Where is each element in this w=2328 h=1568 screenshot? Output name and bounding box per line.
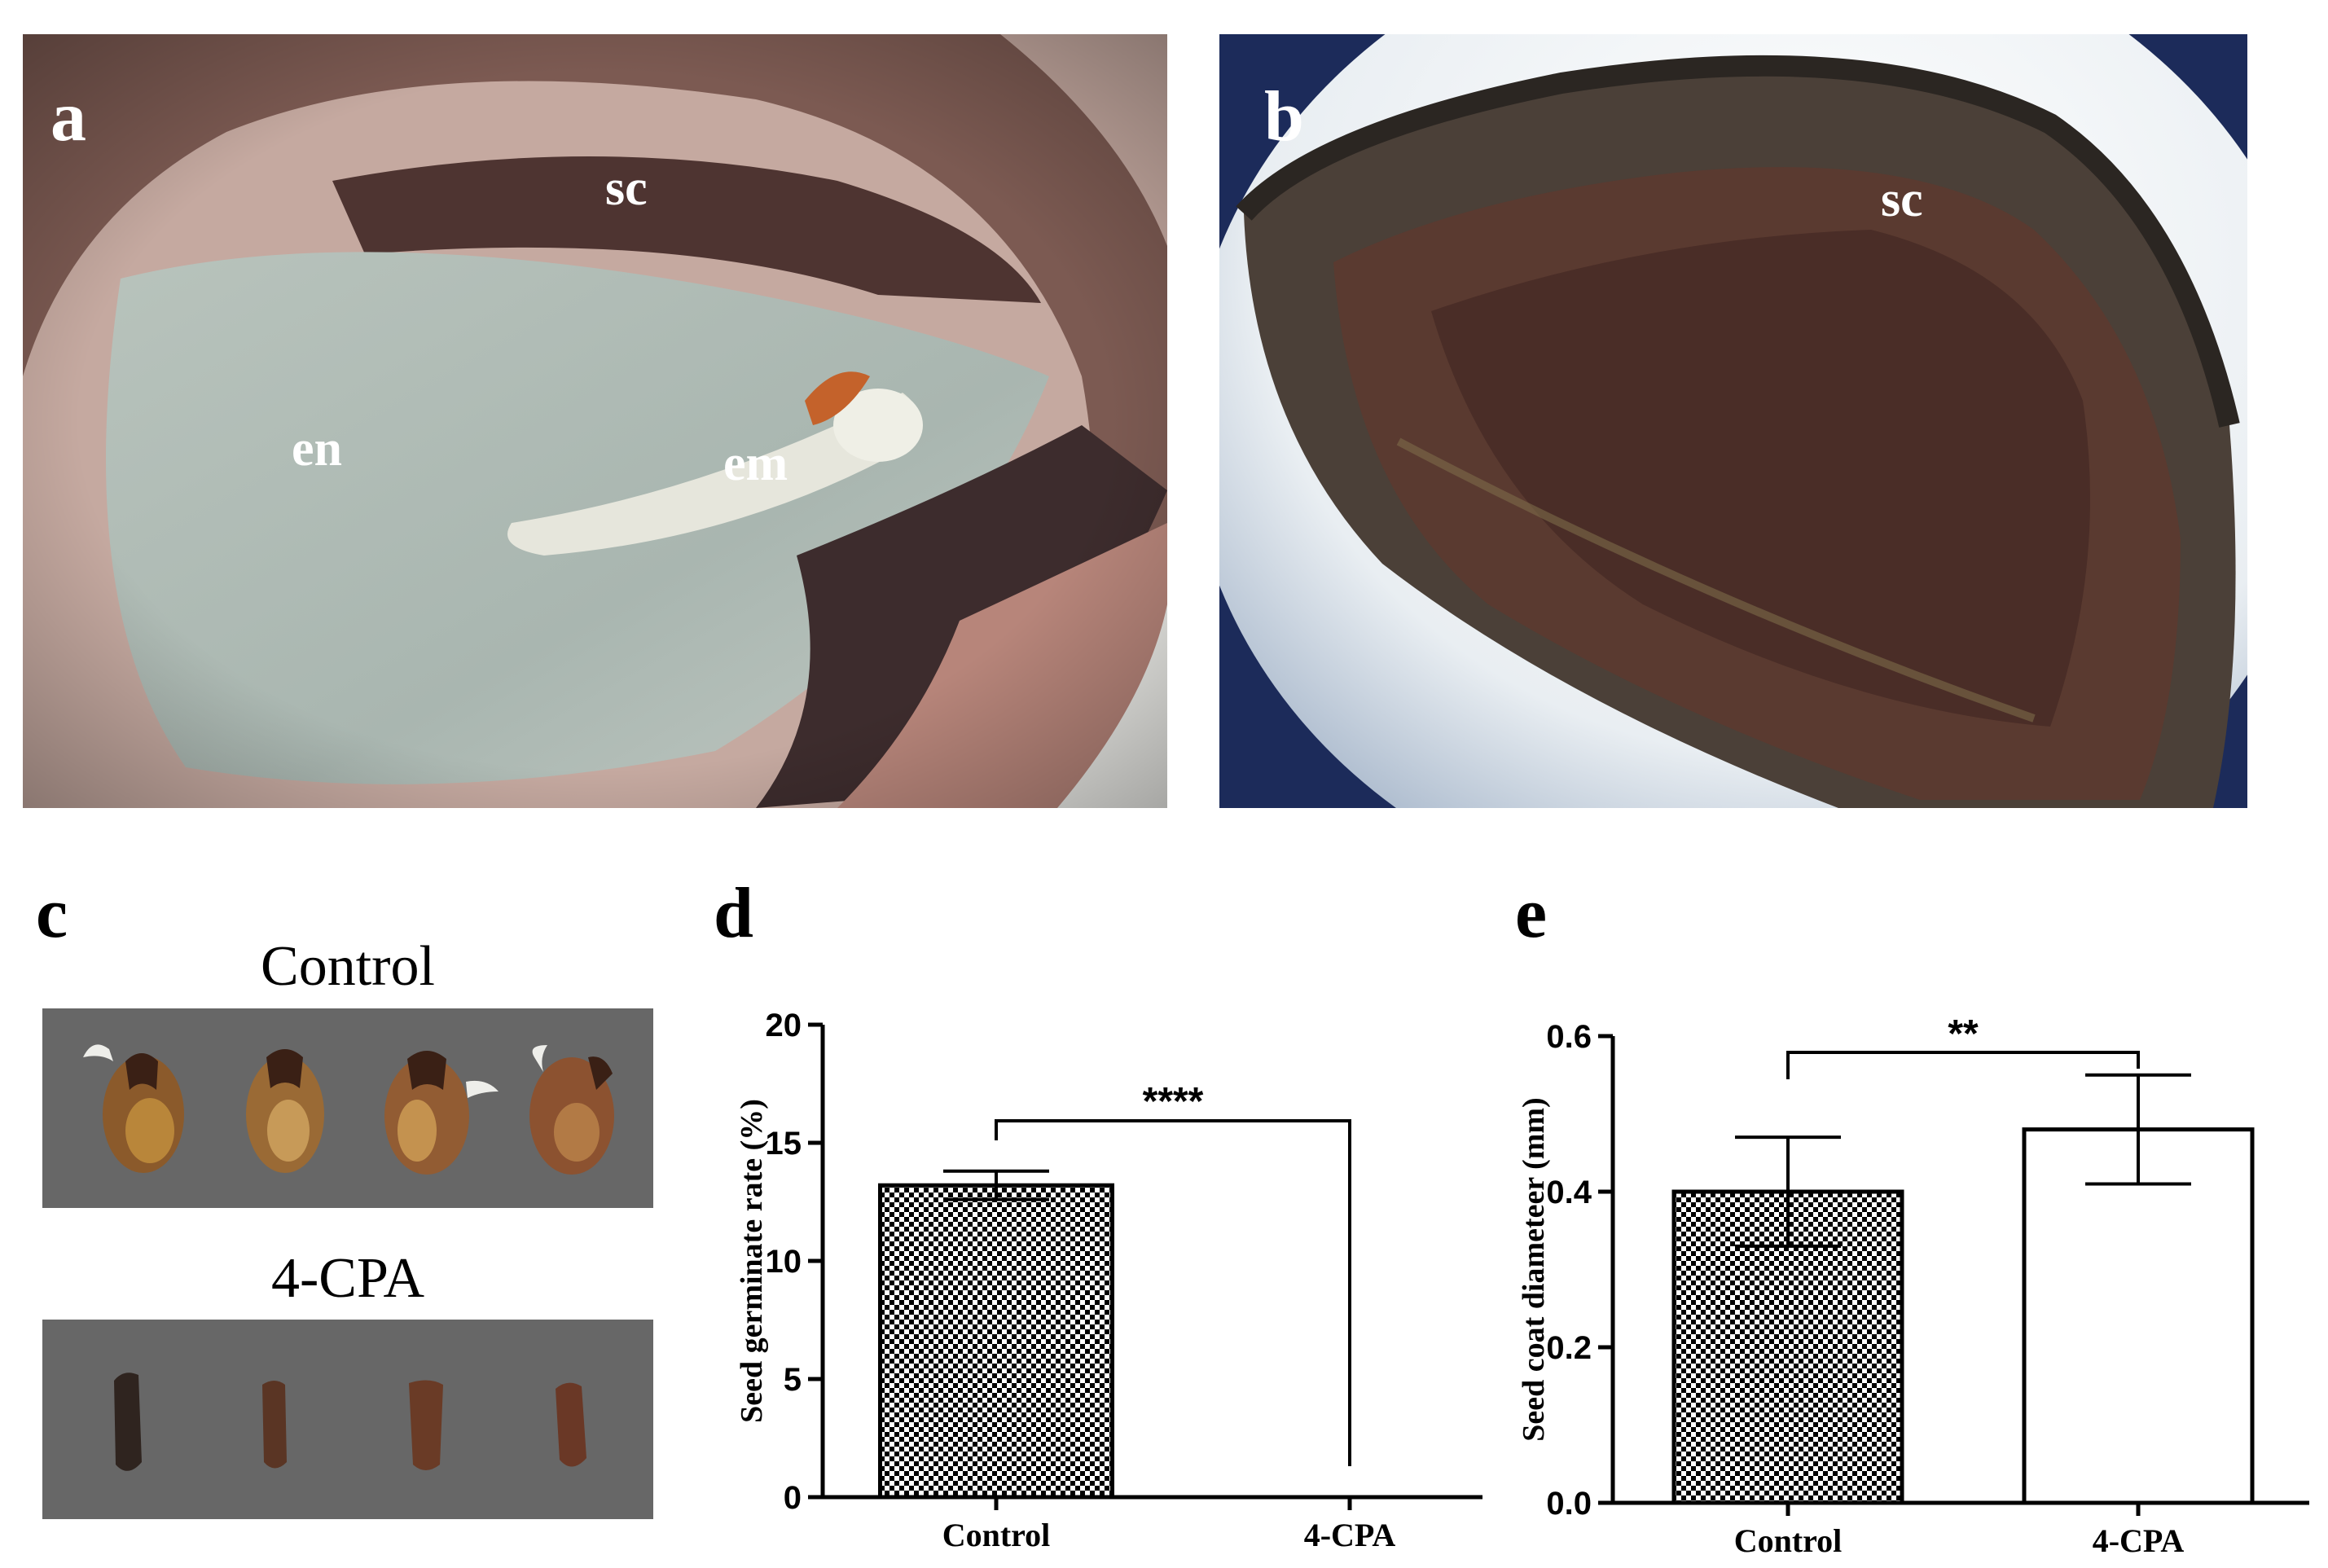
- y-tick-label: 5: [784, 1362, 802, 1398]
- y-tick-label: 10: [766, 1244, 802, 1280]
- control-seed-strip: [42, 1008, 653, 1208]
- x-tick-label: Control: [1734, 1522, 1843, 1559]
- y-axis-label: Seed germinate rate (%): [735, 1099, 769, 1423]
- treatment-title: 4-CPA: [270, 1247, 425, 1310]
- significance-label: ****: [1143, 1080, 1204, 1123]
- y-tick-label: 0.2: [1546, 1330, 1592, 1366]
- panel-letter-c: c: [36, 874, 68, 953]
- non-germinated-seeds-image: [114, 1373, 586, 1471]
- label-seed-coat-a: sc: [605, 160, 648, 216]
- bar-control: [878, 1183, 1114, 1500]
- treatment-seed-strip: [42, 1320, 653, 1519]
- photo-panel-b: b sc: [1219, 34, 2247, 808]
- x-tick-label: 4-CPA: [1304, 1517, 1396, 1553]
- seed-coat-photo-b: [1219, 34, 2247, 808]
- panel-letter-b: b: [1264, 77, 1304, 156]
- y-tick-label: 0.4: [1546, 1175, 1592, 1210]
- y-tick-label: 0.6: [1546, 1019, 1592, 1055]
- x-tick-label: Control: [942, 1517, 1051, 1553]
- x-tick-label: 4-CPA: [2093, 1522, 2185, 1559]
- y-tick-label: 0: [784, 1480, 802, 1516]
- significance-bracket: [1786, 1051, 2140, 1079]
- panel-letter-a: a: [51, 77, 86, 156]
- seed-section-photo-a: [23, 34, 1167, 808]
- significance-label: **: [1948, 1012, 1979, 1056]
- photo-panel-a: a sc en em: [23, 34, 1167, 808]
- label-endosperm-a: en: [292, 421, 342, 477]
- y-axis-label: Seed coat diameteer (mm): [1517, 1097, 1551, 1441]
- panel-letter-e: e: [1515, 874, 1548, 953]
- y-tick-label: 15: [766, 1126, 802, 1162]
- germinated-seeds-image: [83, 1044, 614, 1175]
- y-tick-label: 20: [766, 1008, 802, 1043]
- significance-bracket: [995, 1119, 1351, 1466]
- control-title: Control: [261, 935, 435, 998]
- label-embryo-a: em: [723, 436, 788, 491]
- bar-4-cpa: [2022, 1127, 2255, 1505]
- y-tick-label: 0.0: [1546, 1486, 1592, 1522]
- label-seed-coat-b: sc: [1881, 172, 1923, 227]
- panel-letter-d: d: [714, 874, 753, 953]
